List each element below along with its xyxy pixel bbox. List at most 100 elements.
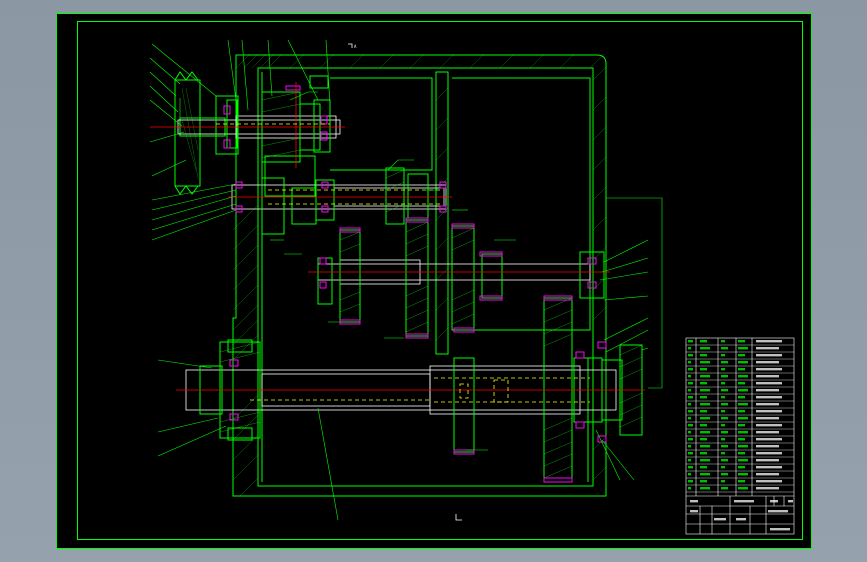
parts-list-cell-mark [721, 403, 728, 406]
parts-list-cell-mark [756, 410, 782, 413]
parts-list-cell-mark [756, 445, 779, 448]
parts-list-cell-mark [756, 466, 782, 469]
parts-list-cell-mark [738, 410, 745, 413]
parts-list-cell-mark [738, 480, 745, 483]
parts-list-cell-mark [738, 389, 748, 392]
parts-list-cell-mark [700, 452, 707, 455]
parts-list-cell-mark [721, 389, 728, 392]
parts-list-cell-mark [700, 417, 710, 420]
parts-list-cell-mark [738, 354, 745, 357]
title-block-cell-mark [690, 500, 698, 503]
parts-list-cell-mark [688, 368, 693, 371]
parts-list-cell-mark [721, 466, 725, 469]
parts-list-cell-mark [700, 403, 710, 406]
title-block-cell-mark [768, 510, 788, 513]
parts-list-cell-mark [721, 347, 728, 350]
shaft-3-gears [317, 219, 605, 337]
title-block-cell-mark [788, 500, 793, 503]
parts-list-cell-mark [738, 361, 748, 364]
parts-list-cell-mark [688, 417, 691, 420]
parts-list-cell-mark [738, 382, 745, 385]
parts-list-cell-mark [688, 340, 693, 343]
parts-list-cell-mark [756, 368, 782, 371]
parts-list-cell-mark [738, 403, 748, 406]
parts-list-cell-mark [756, 354, 782, 357]
parts-list-cell-mark [738, 473, 748, 476]
title-block-cell-mark [770, 528, 790, 531]
outer-border [56, 13, 812, 549]
title-block-cell-mark [770, 500, 778, 503]
shaft-2-gears [261, 167, 429, 235]
parts-list-cell-mark [700, 354, 707, 357]
parts-list-cell-mark [756, 389, 779, 392]
parts-list-cell-mark [700, 382, 707, 385]
parts-list-cell-mark [700, 487, 710, 490]
parts-list-cell-mark [688, 459, 691, 462]
housing [232, 54, 607, 497]
parts-list-cell-mark [688, 466, 693, 469]
parts-list-cell-mark [721, 487, 728, 490]
parts-list-cell-mark [756, 459, 779, 462]
parts-list-cell-mark [721, 375, 728, 378]
parts-list-cell-mark [721, 431, 728, 434]
parts-list-cell-mark [700, 340, 707, 343]
parts-list-cell-mark [688, 361, 691, 364]
parts-list-cell-mark [688, 375, 691, 378]
parts-list-cell-mark [721, 410, 725, 413]
parts-list-cell-mark [756, 361, 779, 364]
shaft-1-parts [215, 91, 331, 197]
parts-list-cell-mark [756, 487, 779, 490]
parts-list-cell-mark [700, 396, 707, 399]
title-block-cell-mark [690, 510, 698, 513]
parts-list-cell-mark [756, 473, 779, 476]
parts-list-cell-mark [756, 417, 779, 420]
title-block-cell-mark [734, 500, 754, 503]
parts-list-cell-mark [756, 347, 779, 350]
parts-list-cell-mark [688, 438, 693, 441]
parts-list-cell-mark [721, 368, 725, 371]
parts-list-cell-mark [700, 459, 710, 462]
parts-list-cell-mark [756, 438, 782, 441]
parts-list-cell-mark [738, 459, 748, 462]
parts-list-cell-mark [721, 340, 725, 343]
parts-list-cell-mark [700, 424, 707, 427]
parts-list-cell-mark [721, 396, 725, 399]
parts-list-cell-mark [688, 473, 691, 476]
parts-list-cell-mark [700, 389, 710, 392]
parts-list-cell-mark [738, 347, 748, 350]
parts-list-cell-mark [700, 438, 707, 441]
parts-list-cell-mark [721, 382, 725, 385]
parts-list-cell-mark [688, 382, 693, 385]
v-belt-pulley [174, 71, 226, 195]
title-block-cell-mark [714, 518, 726, 521]
parts-list-cell-mark [700, 466, 707, 469]
inner-border [77, 21, 803, 540]
parts-list-cell-mark [756, 431, 779, 434]
parts-list-cell-mark [688, 396, 693, 399]
parts-list [686, 344, 794, 493]
parts-list-cell-mark [756, 382, 782, 385]
parts-list-cell-mark [721, 417, 728, 420]
parts-list-cell-mark [756, 396, 782, 399]
parts-list-cell-mark [721, 361, 728, 364]
parts-list-cell-mark [721, 445, 728, 448]
hidden-lines [216, 123, 590, 403]
parts-list-cell-mark [738, 438, 745, 441]
center-lines [150, 82, 645, 391]
parts-list-cell-mark [688, 480, 693, 483]
parts-list-cell-mark [738, 396, 745, 399]
parts-list-cell-mark [688, 410, 693, 413]
parts-list-cell-mark [700, 473, 710, 476]
parts-list-cell-mark [738, 340, 745, 343]
parts-list-cell-mark [756, 375, 779, 378]
parts-list-cell-mark [700, 347, 710, 350]
view-marker-label: A [354, 44, 357, 49]
parts-list-cell-mark [756, 424, 782, 427]
parts-list-cell-mark [738, 375, 748, 378]
parts-list-cell-mark [700, 361, 710, 364]
parts-list-cell-mark [738, 466, 745, 469]
parts-list-cell-mark [688, 403, 691, 406]
parts-list-cell-mark [756, 480, 782, 483]
